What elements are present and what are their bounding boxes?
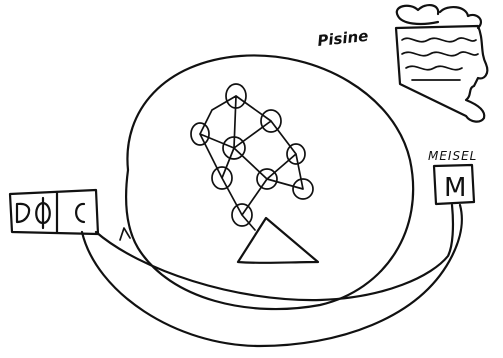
magnet-letter: M xyxy=(444,173,466,203)
large-circle xyxy=(126,55,413,309)
magnet-label: MEISEL xyxy=(428,149,477,163)
cable-inner xyxy=(96,205,453,300)
cable-arrow xyxy=(120,228,130,240)
left-device-box xyxy=(10,190,98,234)
pool-label: Pisine xyxy=(317,27,370,50)
pool-waves xyxy=(402,38,478,80)
magnet: MEISEL M xyxy=(428,149,477,204)
pool-splash-icon xyxy=(397,5,481,28)
network-graph xyxy=(191,84,313,230)
left-device-symbols xyxy=(17,198,84,228)
pool: Pisine xyxy=(317,5,488,122)
cable-outer xyxy=(82,205,462,346)
cable xyxy=(82,205,462,346)
left-device xyxy=(10,190,98,234)
